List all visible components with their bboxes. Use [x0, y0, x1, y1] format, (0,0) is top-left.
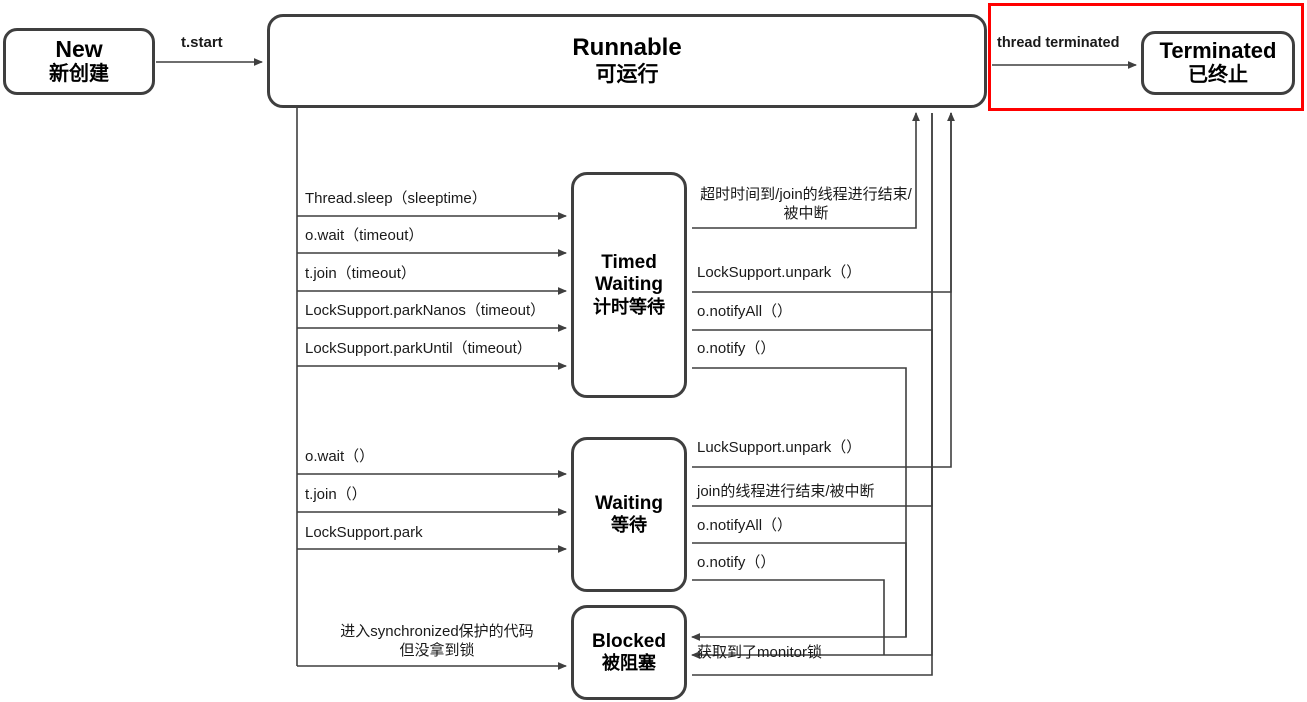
state-label-zh: 可运行 [595, 62, 659, 86]
edge-label-join-finished-or-interrupted: join的线程进行结束/被中断 [697, 483, 875, 500]
edge-label-locksupport-unpark: LockSupport.unpark（） [697, 264, 862, 281]
edge-label-o-notifyall-timed: o.notifyAll（） [697, 303, 793, 320]
edge-label-t-join-timeout: t.join（timeout） [305, 265, 416, 282]
edge-label-enter-synchronized-line2: 但没拿到锁 [399, 641, 475, 659]
edge-label-timeout-or-join-finished: 超时时间到/join的线程进行结束/被中断 [700, 186, 912, 222]
state-label-en-line2: Waiting [595, 274, 663, 296]
edge-label-lucksupport-unpark: LuckSupport.unpark（） [697, 439, 862, 456]
edge-label-t-start: t.start [181, 34, 223, 51]
edge-label-enter-synchronized: 进入synchronized保护的代码 但没拿到锁 [297, 623, 577, 661]
edge-label-o-notify-waiting: o.notify（） [697, 554, 776, 571]
state-label-en-line1: Timed [601, 251, 657, 273]
terminated-highlight-box [988, 3, 1304, 111]
state-label-zh: 等待 [611, 515, 647, 536]
state-label-zh: 新创建 [49, 63, 109, 86]
state-label-en: Runnable [572, 34, 682, 62]
edge-label-thread-terminated: thread terminated [997, 35, 1120, 51]
state-node-waiting[interactable]: Waiting 等待 [571, 437, 687, 592]
state-node-timed-waiting[interactable]: Timed Waiting 计时等待 [571, 172, 687, 398]
state-label-zh: 已终止 [1188, 64, 1248, 87]
state-label-en: New [55, 36, 103, 63]
state-node-runnable[interactable]: Runnable 可运行 [267, 14, 987, 108]
edge-label-t-join: t.join（） [305, 486, 367, 503]
edge-label-acquired-monitor-lock: 获取到了monitor锁 [697, 644, 823, 661]
state-label-zh: 计时等待 [593, 296, 665, 317]
state-label-en: Blocked [592, 630, 666, 652]
edge-label-o-notify-timed: o.notify（） [697, 340, 776, 357]
edge-label-enter-synchronized-line1: 进入synchronized保护的代码 [340, 623, 534, 640]
state-label-en: Waiting [595, 492, 663, 514]
state-node-terminated[interactable]: Terminated 已终止 [1141, 31, 1295, 95]
edge-label-locksupport-parknanos: LockSupport.parkNanos（timeout） [305, 302, 546, 319]
edge-label-o-wait-timeout: o.wait（timeout） [305, 227, 424, 244]
state-node-blocked[interactable]: Blocked 被阻塞 [571, 605, 687, 700]
edge-label-thread-sleep: Thread.sleep（sleeptime） [305, 190, 487, 207]
edge-label-o-wait: o.wait（） [305, 448, 375, 465]
edge-label-locksupport-park: LockSupport.park [305, 524, 423, 541]
state-label-en: Terminated [1159, 38, 1277, 64]
state-label-zh: 被阻塞 [602, 653, 656, 674]
edge-label-o-notifyall-waiting: o.notifyAll（） [697, 517, 793, 534]
edge-label-locksupport-parkuntil: LockSupport.parkUntil（timeout） [305, 340, 532, 357]
state-node-new[interactable]: New 新创建 [3, 28, 155, 95]
